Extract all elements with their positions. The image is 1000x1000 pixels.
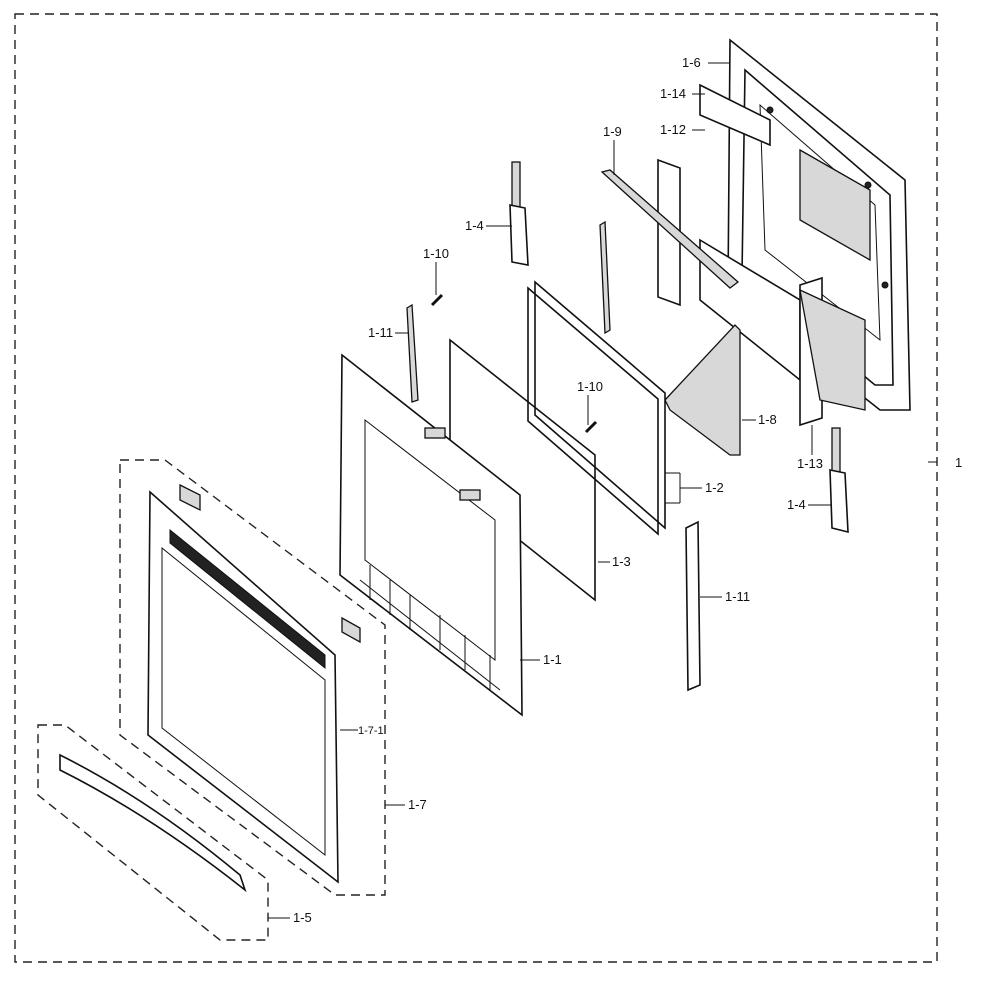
- label-1-1: 1-1: [543, 652, 562, 667]
- label-1-13: 1-13: [797, 456, 823, 471]
- screw-mid: [584, 420, 598, 434]
- clip-left: [406, 303, 419, 403]
- label-1-4-bottom: 1-4: [787, 497, 806, 512]
- label-1-9: 1-9: [603, 124, 622, 139]
- hinge-bottom: [829, 427, 849, 534]
- glass-single: [449, 338, 596, 602]
- label-1-11-right: 1-11: [725, 589, 750, 604]
- inner-frame: [339, 353, 523, 717]
- label-1-11-left: 1-11: [368, 325, 393, 340]
- outer-door: [147, 483, 361, 884]
- rear-frame: [699, 38, 911, 411]
- clip-right: [685, 520, 701, 692]
- bracket: [599, 220, 741, 456]
- label-1-10-top: 1-10: [423, 246, 449, 261]
- screw-top: [430, 293, 444, 307]
- label-1-8: 1-8: [758, 412, 777, 427]
- label-1-14: 1-14: [660, 86, 686, 101]
- door-handle: [37, 724, 269, 941]
- label-1-7: 1-7: [408, 797, 427, 812]
- label-1-2: 1-2: [705, 480, 724, 495]
- label-1-12: 1-12: [660, 122, 686, 137]
- label-1-1-assembly: 1: [955, 455, 962, 470]
- label-1-5: 1-5: [293, 910, 312, 925]
- label-1-3: 1-3: [612, 554, 631, 569]
- gasket: [600, 169, 740, 289]
- label-1-4-top: 1-4: [465, 218, 484, 233]
- glass-panels: [527, 280, 666, 536]
- label-1-10-mid: 1-10: [577, 379, 603, 394]
- hinge-top: [509, 161, 529, 266]
- label-1-7-1: 1-7-1: [358, 725, 384, 737]
- label-1-6: 1-6: [682, 55, 701, 70]
- door-group-boundary: [119, 459, 386, 896]
- assembly-boundary: [14, 13, 938, 963]
- leader-lines: [268, 62, 937, 919]
